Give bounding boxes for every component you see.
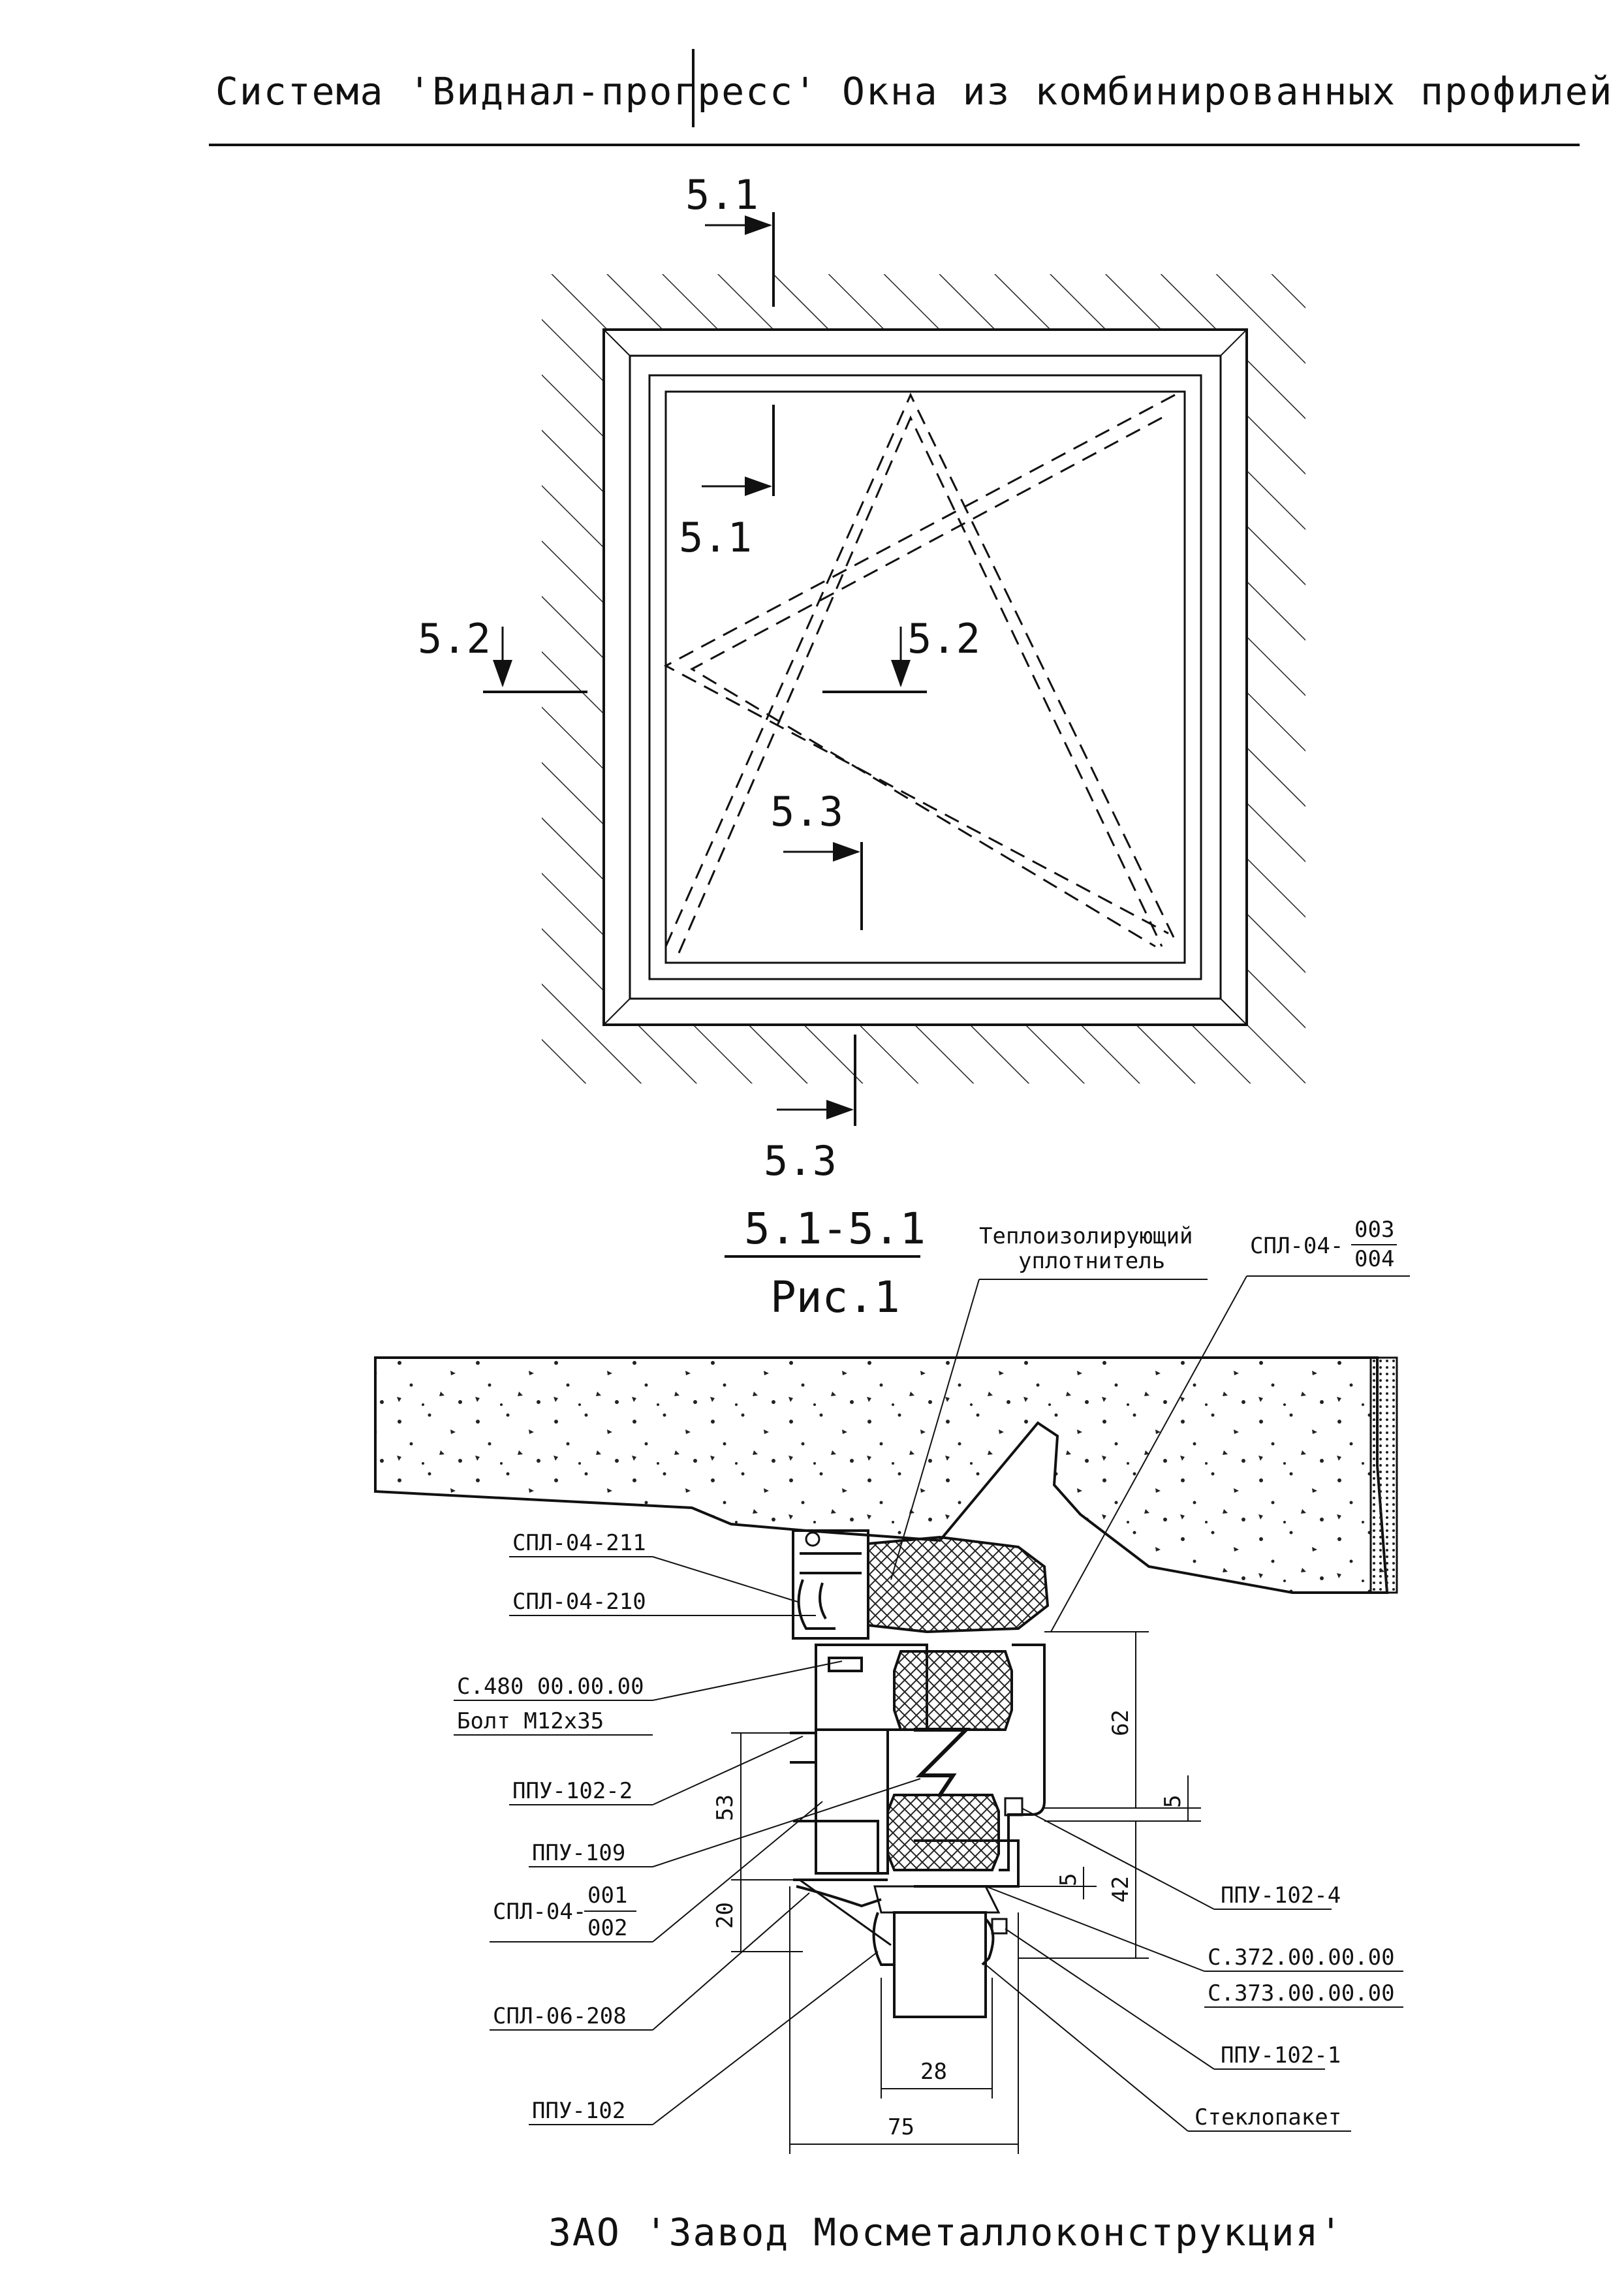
label-ppu-102: ППУ-102 [532,2098,625,2124]
header-right: Окна из комбинированных профилей [842,69,1613,114]
section-mark-5-1-inner: 5.1 [679,405,775,561]
section-mark-5-3-inner: 5.3 [770,788,863,930]
dim-5-upper: 5 [1160,1795,1186,1808]
lower-thermal-block [886,1794,1000,1871]
glazing-unit [893,1911,987,2018]
label-spl-04-top-num: 003 [1354,1217,1394,1243]
label-ppu-109: ППУ-109 [532,1840,625,1866]
label-spl-04-mid-den: 002 [587,1915,627,1941]
dimensions [731,1631,1201,2154]
title-block: Система 'Виднал-прогресс' Окна из комбин… [209,49,1613,146]
upper-thermal-block [893,1650,1013,1731]
opening-indicator [663,392,1176,954]
label-c373: С.373.00.00.00 [1208,1980,1395,2006]
label-ppu-102-2: ППУ-102-2 [512,1778,632,1804]
section-title: 5.1-5.1 [744,1204,926,1254]
label-spl-04-top: СПЛ-04- [1250,1233,1343,1259]
frame-inner [629,354,1222,1000]
label-ppu-102-1: ППУ-102-1 [1221,2042,1341,2068]
label-bolt: Болт М12х35 [457,1708,604,1734]
ppu-109-gasket [914,1728,971,1796]
footer-company: ЗАО 'Завод Мосметаллоконструкция' [548,2210,1343,2254]
dimension-values: 53 20 62 5 5 42 28 75 [712,1709,1186,2140]
svg-text:5.2: 5.2 [418,615,491,663]
label-ppu-102-4: ППУ-102-4 [1221,1882,1341,1909]
svg-text:5.2: 5.2 [907,615,980,663]
dim-62: 62 [1108,1709,1134,1736]
header-left: Система 'Виднал-прогресс' [215,69,818,114]
dim-20: 20 [712,1902,738,1929]
svg-text:5.3: 5.3 [764,1137,837,1185]
sash-outer [648,374,1202,980]
label-c480: С.480 00.00.00 [457,1674,644,1700]
dim-28: 28 [920,2059,947,2085]
label-spl-04-top-den: 004 [1354,1246,1394,1272]
section-view: 5.1-5.1 Рис.1 [374,1204,1410,2154]
section-mark-5-1-top: 5.1 [685,171,775,307]
window-elevation: 5.1 5.1 5.2 5.2 5.3 5.3 [418,171,1305,1185]
callouts-top: Теплоизолирующий уплотнитель СПЛ-04- 003… [890,1217,1410,1632]
label-thermal-seal-2: уплотнитель [1018,1248,1165,1274]
label-spl-06-208: СПЛ-06-208 [493,2003,627,2029]
figure-caption: Рис.1 [770,1272,900,1322]
wall-edge-strip [1369,1356,1398,1594]
label-spl-04-mid-num: 001 [587,1882,627,1909]
label-glazing: Стеклопакет [1195,2104,1341,2130]
frame-outer [602,328,1248,1026]
callouts-right: ППУ-102-4 С.372.00.00.00 С.373.00.00.00 … [985,1807,1403,2132]
dim-75: 75 [888,2114,914,2140]
dim-42: 42 [1108,1876,1134,1903]
dim-5-lower: 5 [1055,1873,1082,1886]
label-thermal-seal-1: Теплоизолирующий [979,1223,1193,1249]
callouts-left: СПЛ-04-211 СПЛ-04-210 С.480 00.00.00 Бол… [454,1530,921,2125]
svg-text:5.1: 5.1 [685,171,758,219]
section-mark-5-2-inner: 5.2 [822,615,980,693]
label-spl-04-210: СПЛ-04-210 [512,1589,646,1615]
svg-text:5.1: 5.1 [679,514,752,561]
svg-text:5.3: 5.3 [770,788,843,835]
sash-inner [664,390,1186,964]
dim-53: 53 [712,1794,738,1821]
section-mark-5-2-left: 5.2 [418,615,587,693]
ppu-102-4-gasket [1004,1797,1023,1817]
label-spl-04-mid: СПЛ-04- [493,1899,586,1925]
thermal-seal [867,1535,1050,1634]
label-c372: С.372.00.00.00 [1208,1944,1395,1971]
label-spl-04-211: СПЛ-04-211 [512,1530,646,1556]
section-mark-5-3-bottom: 5.3 [764,1035,856,1185]
